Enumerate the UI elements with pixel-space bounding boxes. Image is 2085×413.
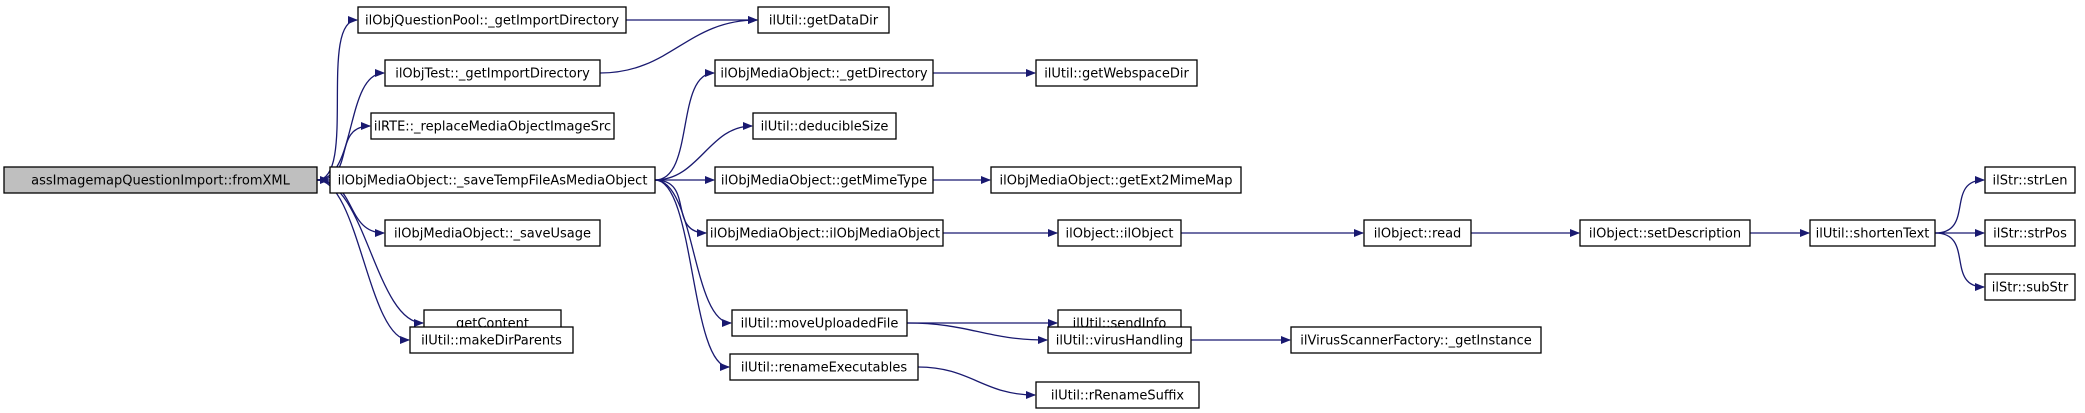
node-saveusage[interactable]: ilObjMediaObject::_saveUsage (384, 219, 601, 247)
node-box (1057, 219, 1182, 247)
node-box (729, 353, 919, 381)
node-box (1984, 166, 2076, 194)
node-rrename[interactable]: ilUtil::rRenameSuffix (1035, 381, 1200, 409)
node-label: ilObject::read (1374, 227, 1462, 242)
node-box (731, 309, 908, 337)
node-box (1035, 381, 1200, 409)
node-moveup[interactable]: ilUtil::moveUploadedFile (731, 309, 908, 337)
node-qpool[interactable]: ilObjQuestionPool::_getImportDirectory (357, 6, 627, 34)
node-box (752, 112, 897, 140)
edge-moveup-to-virus (906, 322, 1048, 344)
nodes-layer: assImagemapQuestionImport::fromXML ilObjQ… (3, 6, 2076, 409)
node-box (1579, 219, 1751, 247)
node-label: ilVirusScannerFactory::_getInstance (1300, 334, 1531, 349)
node-label: ilObjMediaObject::_getDirectory (720, 67, 928, 82)
node-renexe[interactable]: ilUtil::renameExecutables (729, 353, 919, 381)
node-box (1809, 219, 1936, 247)
node-label: ilUtil::getDataDir (769, 14, 879, 29)
node-read[interactable]: ilObject::read (1363, 219, 1472, 247)
node-virus[interactable]: ilUtil::virusHandling (1047, 326, 1192, 354)
edge-root-to-qpool (316, 16, 358, 181)
edge-savetemp-to-renexe (654, 179, 730, 371)
node-box (3, 166, 318, 194)
node-objtest[interactable]: ilObjTest::_getImportDirectory (384, 59, 601, 87)
node-box (757, 6, 890, 34)
node-strpos[interactable]: ilStr::strPos (1984, 219, 2076, 247)
node-label: ilUtil::shortenText (1816, 227, 1930, 242)
edge-shorten-to-strlen (1934, 176, 1985, 234)
node-label: ilObjMediaObject::ilObjMediaObject (710, 227, 940, 242)
node-label: ilObject::ilObject (1066, 227, 1174, 242)
node-label: ilUtil::makeDirParents (421, 334, 562, 349)
node-rte[interactable]: ilRTE::_replaceMediaObjectImageSrc (370, 112, 615, 140)
node-box (370, 112, 615, 140)
node-label: ilObject::setDescription (1589, 227, 1741, 242)
node-substr[interactable]: ilStr::subStr (1984, 273, 2076, 301)
node-box (409, 326, 574, 354)
node-box (714, 59, 934, 87)
node-box (1035, 59, 1198, 87)
node-setdesc[interactable]: ilObject::setDescription (1579, 219, 1751, 247)
node-label: ilObjQuestionPool::_getImportDirectory (365, 14, 619, 29)
node-virfact[interactable]: ilVirusScannerFactory::_getInstance (1290, 326, 1542, 354)
edge-objtest-to-datadir (599, 16, 758, 74)
edge-root-to-getcontent (316, 179, 424, 327)
node-webspace[interactable]: ilUtil::getWebspaceDir (1035, 59, 1198, 87)
node-ext2mime[interactable]: ilObjMediaObject::getExt2MimeMap (990, 166, 1242, 194)
node-label: ilUtil::renameExecutables (741, 361, 908, 376)
edge-root-to-saveusage (316, 179, 385, 237)
node-box (1047, 326, 1192, 354)
node-box (384, 219, 601, 247)
node-box (384, 59, 601, 87)
node-ctor[interactable]: ilObjMediaObject::ilObjMediaObject (706, 219, 944, 247)
node-datadir[interactable]: ilUtil::getDataDir (757, 6, 890, 34)
edge-root-to-mkdir (316, 179, 410, 344)
edge-savetemp-to-getdir (654, 69, 715, 181)
node-label: ilUtil::rRenameSuffix (1051, 389, 1185, 404)
edge-root-to-objtest (316, 69, 385, 181)
node-mkdir[interactable]: ilUtil::makeDirParents (409, 326, 574, 354)
node-box (1290, 326, 1542, 354)
node-getdir[interactable]: ilObjMediaObject::_getDirectory (714, 59, 934, 87)
node-label: ilObjMediaObject::getExt2MimeMap (999, 174, 1232, 189)
edge-savetemp-to-deduc (654, 122, 753, 181)
node-label: assImagemapQuestionImport::fromXML (31, 174, 291, 189)
node-mime[interactable]: ilObjMediaObject::getMimeType (714, 166, 934, 194)
node-shorten[interactable]: ilUtil::shortenText (1809, 219, 1936, 247)
node-label: ilUtil::moveUploadedFile (741, 317, 899, 332)
node-label: ilObjMediaObject::getMimeType (721, 174, 927, 189)
node-label: ilUtil::deducibleSize (761, 120, 889, 135)
node-root[interactable]: assImagemapQuestionImport::fromXML (3, 166, 318, 194)
node-box (706, 219, 944, 247)
node-box (714, 166, 934, 194)
node-label: ilUtil::getWebspaceDir (1044, 67, 1189, 82)
node-label: ilObjTest::_getImportDirectory (395, 67, 590, 82)
node-label: ilObjMediaObject::_saveTempFileAsMediaOb… (338, 174, 648, 189)
edge-savetemp-to-ctor (654, 179, 707, 237)
node-deduc[interactable]: ilUtil::deducibleSize (752, 112, 897, 140)
node-label: ilStr::strLen (1993, 174, 2068, 189)
node-box (1984, 219, 2076, 247)
edge-renexe-to-rrename (917, 366, 1036, 399)
node-box (990, 166, 1242, 194)
node-label: ilStr::subStr (1992, 281, 2069, 296)
node-label: ilStr::strPos (1993, 227, 2067, 242)
node-strlen[interactable]: ilStr::strLen (1984, 166, 2076, 194)
node-box (1363, 219, 1472, 247)
node-savetemp[interactable]: ilObjMediaObject::_saveTempFileAsMediaOb… (329, 166, 656, 194)
node-box (1984, 273, 2076, 301)
node-ilobject[interactable]: ilObject::ilObject (1057, 219, 1182, 247)
node-label: ilUtil::virusHandling (1056, 334, 1183, 349)
node-label: ilRTE::_replaceMediaObjectImageSrc (374, 120, 611, 135)
node-box (357, 6, 627, 34)
node-label: ilObjMediaObject::_saveUsage (394, 227, 591, 242)
edge-shorten-to-substr (1934, 232, 1985, 291)
edge-savetemp-to-moveup (654, 179, 732, 327)
node-box (329, 166, 656, 194)
